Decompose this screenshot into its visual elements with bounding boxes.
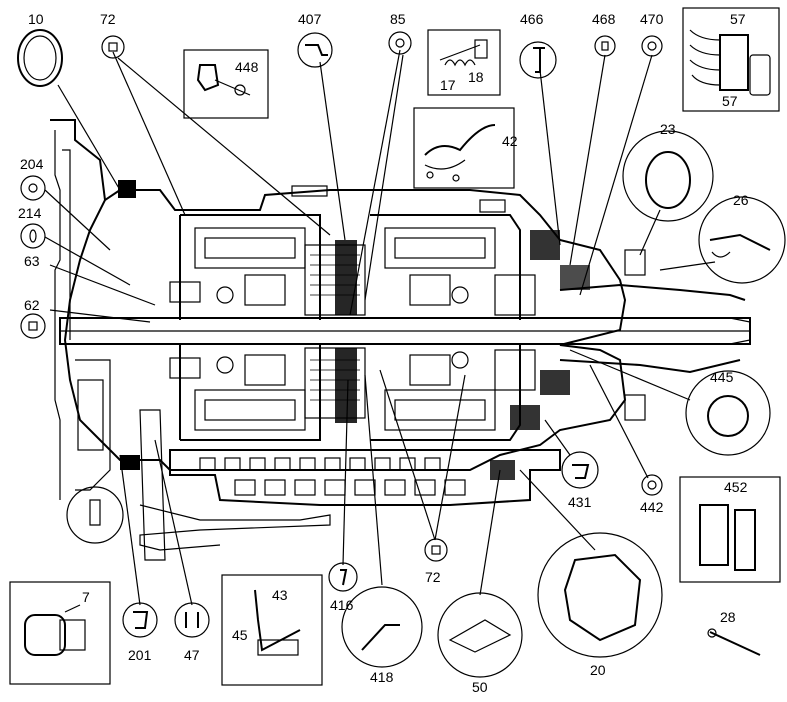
part-47-pins (174, 602, 210, 638)
label-470: 470 (640, 11, 664, 27)
part-62-washer (20, 313, 46, 339)
label-72-top: 72 (100, 11, 116, 27)
label-201: 201 (128, 647, 152, 663)
part-201-clip (122, 602, 158, 638)
label-17: 17 (440, 77, 456, 93)
part-50-screen (437, 592, 523, 678)
label-214: 214 (18, 205, 42, 221)
label-62: 62 (24, 297, 40, 313)
clutch-pack-right (409, 230, 590, 430)
part-23-gasket (622, 130, 714, 222)
part-407-clip (297, 32, 333, 68)
label-23: 23 (660, 121, 676, 137)
label-72-bottom: 72 (425, 569, 441, 585)
gearset-center (304, 240, 366, 423)
part-10-oring (17, 29, 63, 87)
label-10: 10 (28, 11, 44, 27)
label-466: 466 (520, 11, 544, 27)
label-50: 50 (472, 679, 488, 695)
label-20: 20 (590, 662, 606, 678)
part-466-pin (519, 41, 557, 79)
label-42: 42 (502, 133, 518, 149)
part-470-washer (641, 35, 663, 57)
label-448: 448 (235, 59, 259, 75)
valve-body (139, 449, 561, 551)
part-17-18-box (427, 29, 501, 96)
label-28: 28 (720, 609, 736, 625)
part-468-washer (594, 35, 616, 57)
part-72-washer-bottom (424, 538, 448, 562)
front-pump (66, 359, 166, 561)
label-468: 468 (592, 11, 616, 27)
part-214-washer (20, 223, 46, 249)
label-18: 18 (468, 69, 484, 85)
label-204: 204 (20, 156, 44, 172)
part-42-harness-box (413, 107, 515, 189)
part-85-washer (388, 31, 412, 55)
part-28-bolt (707, 628, 761, 656)
label-63: 63 (24, 253, 40, 269)
part-448-box (183, 49, 269, 119)
transmission-cross-section (50, 119, 751, 561)
callout-labels: 10 72 407 85 466 468 470 57 57 448 17 18… (18, 11, 749, 695)
part-72-washer-top (101, 35, 125, 59)
label-45: 45 (232, 627, 248, 643)
part-416-pin (328, 562, 358, 592)
part-431-clip (561, 451, 599, 489)
part-452-box (679, 476, 781, 583)
label-57-bottom: 57 (722, 93, 738, 109)
label-43: 43 (272, 587, 288, 603)
label-442: 442 (640, 499, 664, 515)
part-26-bracket (698, 196, 786, 284)
part-57-box (682, 7, 780, 112)
label-418: 418 (370, 669, 394, 685)
part-7-box (9, 581, 111, 685)
label-445: 445 (710, 369, 734, 385)
part-418-tube (341, 586, 423, 668)
label-85: 85 (390, 11, 406, 27)
label-452: 452 (724, 479, 748, 495)
label-407: 407 (298, 11, 322, 27)
part-20-pan-gasket (537, 532, 663, 658)
label-7: 7 (82, 589, 90, 605)
label-57-top: 57 (730, 11, 746, 27)
label-47: 47 (184, 647, 200, 663)
part-43-45-box (221, 574, 323, 686)
part-445-gasket (685, 370, 771, 456)
label-431: 431 (568, 494, 592, 510)
clutch-pack-left (169, 274, 286, 386)
part-204-washer (20, 175, 46, 201)
leader-lines (44, 49, 716, 606)
part-442-washer (641, 474, 663, 496)
label-26: 26 (733, 192, 749, 208)
label-416: 416 (330, 597, 354, 613)
